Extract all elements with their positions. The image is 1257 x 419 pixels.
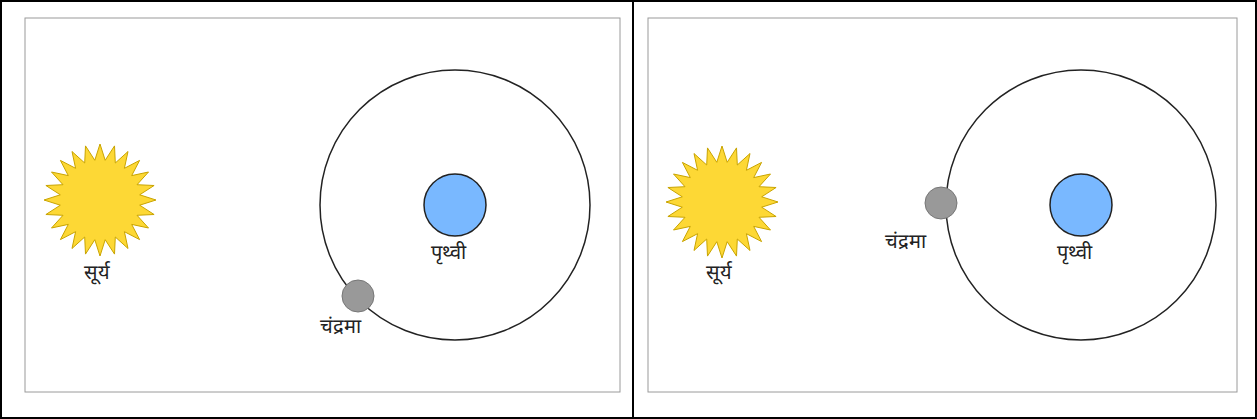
- earth-label: पृथ्वी: [1057, 240, 1092, 264]
- sun-symbol: [44, 144, 156, 256]
- panel-frame: [25, 18, 620, 392]
- moon-symbol: [925, 187, 957, 219]
- panel-frame: [648, 18, 1237, 392]
- moon-symbol: [342, 280, 374, 312]
- earth-symbol: [1050, 174, 1112, 236]
- moon-label: चंद्रमा: [320, 314, 361, 338]
- sun-label: सूर्य: [84, 260, 110, 284]
- moon-orbit: [946, 70, 1216, 340]
- sun-symbol: [666, 146, 778, 258]
- table-divider: [632, 1, 634, 418]
- moon-label: चंद्रमा: [885, 229, 926, 253]
- earth-label: पृथ्वी: [431, 240, 466, 264]
- sun-label: सूर्य: [706, 260, 732, 284]
- moon-orbit: [320, 70, 590, 340]
- earth-symbol: [424, 174, 486, 236]
